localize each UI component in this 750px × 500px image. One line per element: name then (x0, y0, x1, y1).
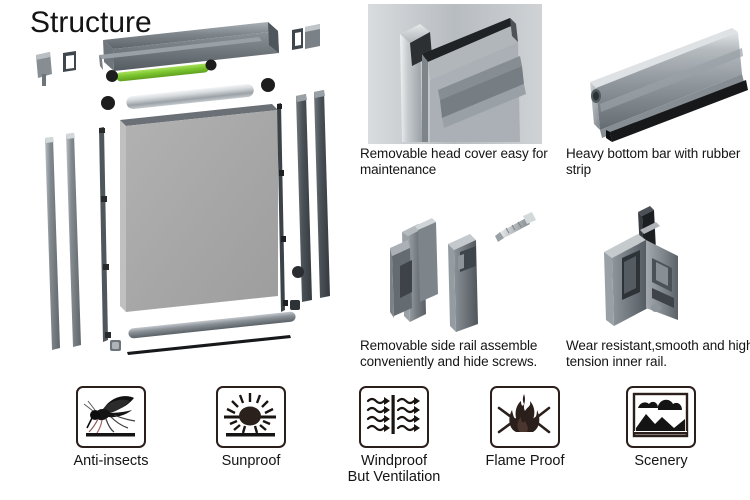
part-head-cover (99, 22, 279, 71)
panel-caption-bottom-bar: Heavy bottom bar with rubber strip (566, 146, 741, 177)
part-motor-tube (106, 59, 217, 82)
side-rail-photo (360, 196, 550, 336)
feature-item-scenery[interactable]: Scenery (588, 386, 734, 469)
feature-label-windproof: Windproof But Ventilation (347, 453, 441, 485)
part-roller-tube (101, 78, 275, 110)
feature-item-sunproof[interactable]: Sunproof (176, 386, 326, 469)
bottom-bar-photo (566, 4, 750, 144)
inner-rail-photo (566, 196, 750, 336)
feature-label-flame-proof: Flame Proof (485, 453, 565, 469)
feature-panel-side-rail: Removable side rail assemble convenientl… (360, 196, 550, 369)
panel-caption-inner-rail: Wear resistant,smooth and high tension i… (566, 338, 750, 369)
feature-item-windproof[interactable]: Windproof But Ventilation (318, 386, 470, 485)
feature-label-sunproof: Sunproof (221, 453, 281, 469)
part-left-side-rails (45, 127, 111, 350)
mosquito-icon (76, 386, 146, 448)
head-cover-photo (360, 4, 550, 144)
page-title: Structure (30, 6, 152, 39)
feature-panel-head-cover: Removable head cover easy for maintenanc… (360, 4, 550, 177)
part-screen-mesh (120, 104, 278, 312)
structure-diagram (0, 0, 352, 382)
feature-label-scenery: Scenery (634, 453, 688, 469)
part-right-side-rails (277, 90, 330, 312)
feature-label-anti-insects: Anti-insects (73, 453, 149, 469)
feature-item-anti-insects[interactable]: Anti-insects (36, 386, 186, 469)
feature-item-flame-proof[interactable]: Flame Proof (452, 386, 598, 469)
flame-icon (490, 386, 560, 448)
feature-panel-bottom-bar: Heavy bottom bar with rubber strip (566, 4, 750, 177)
panel-caption-side-rail: Removable side rail assemble convenientl… (360, 338, 538, 369)
part-end-caps (36, 24, 320, 351)
panel-caption-head-cover: Removable head cover easy for maintenanc… (360, 146, 548, 177)
sun-icon (216, 386, 286, 448)
landscape-icon (626, 386, 696, 448)
part-bottom-bar (127, 311, 296, 355)
feature-icon-strip: Anti-insects (0, 386, 750, 500)
feature-panel-inner-rail: Wear resistant,smooth and high tension i… (566, 196, 750, 369)
wind-flow-icon (359, 386, 429, 448)
